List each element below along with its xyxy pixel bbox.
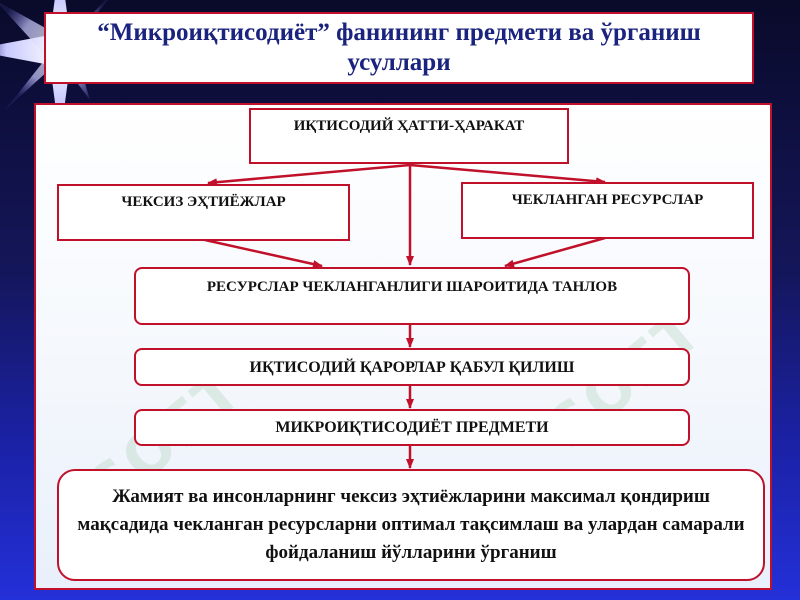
box-decisions-label: ИҚТИСОДИЙ ҚАРОРЛАР ҚАБУЛ ҚИЛИШ bbox=[249, 359, 575, 376]
box-economic-activity-label: ИҚТИСОДИЙ ҲАТТИ-ҲАРАКАТ bbox=[293, 118, 525, 134]
page-title: “Микроиқтисодиёт” фанининг предмети ва ў… bbox=[97, 19, 701, 76]
box-description: Жамият ва инсонларнинг чексиз эҳтиёжлари… bbox=[57, 469, 765, 581]
box-unlimited-needs: ЧЕКСИЗ ЭҲТИЁЖЛАР bbox=[57, 184, 350, 241]
arrow-needs-to-choice bbox=[204, 238, 323, 268]
box-choice-label: РЕСУРСЛАР ЧЕКЛАНГАНЛИГИ ШАРОИТИДА ТАНЛОВ bbox=[206, 279, 618, 295]
arrow-to-needs bbox=[207, 163, 411, 187]
box-choice: РЕСУРСЛАР ЧЕКЛАНГАНЛИГИ ШАРОИТИДА ТАНЛОВ bbox=[134, 267, 690, 325]
title-box: “Микроиқтисодиёт” фанининг предмети ва ў… bbox=[44, 12, 754, 84]
box-subject: МИКРОИҚТИСОДИЁТ ПРЕДМЕТИ bbox=[134, 409, 690, 446]
box-subject-label: МИКРОИҚТИСОДИЁТ ПРЕДМЕТИ bbox=[275, 419, 549, 436]
arrow-to-resources bbox=[409, 163, 606, 186]
box-unlimited-needs-label: ЧЕКСИЗ ЭҲТИЁЖЛАР bbox=[121, 194, 286, 210]
box-decisions: ИҚТИСОДИЙ ҚАРОРЛАР ҚАБУЛ ҚИЛИШ bbox=[134, 348, 690, 386]
box-economic-activity: ИҚТИСОДИЙ ҲАТТИ-ҲАРАКАТ bbox=[249, 108, 569, 164]
box-description-label: Жамият ва инсонларнинг чексиз эҳтиёжлари… bbox=[77, 486, 745, 563]
box-limited-resources-label: ЧЕКЛАНГАН РЕСУРСЛАР bbox=[511, 192, 704, 208]
arrow-resources-to-choice bbox=[504, 236, 606, 268]
box-limited-resources: ЧЕКЛАНГАН РЕСУРСЛАР bbox=[461, 182, 754, 239]
